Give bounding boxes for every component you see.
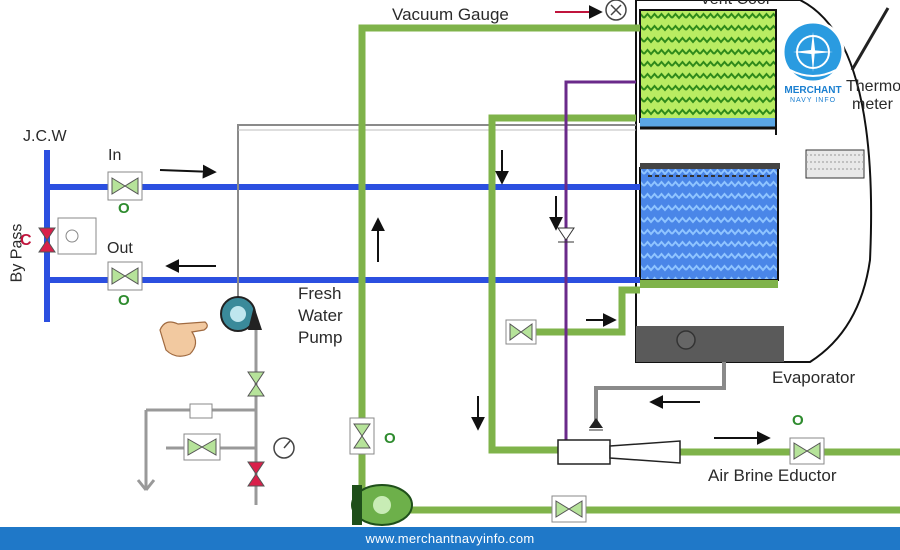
label-thermometer-1: Thermo	[846, 78, 900, 95]
valve-brine-check[interactable]	[589, 418, 603, 431]
mark-bypass-closed: C	[20, 232, 32, 249]
label-air-brine-eductor: Air Brine Eductor	[708, 466, 837, 485]
vacuum-gauge	[555, 0, 627, 21]
valve-heater-outlet[interactable]	[505, 319, 537, 345]
logo-brand: MERCHANT	[784, 85, 842, 96]
mark-overboard-open: O	[792, 412, 804, 429]
logo-sub: NAVY INFO	[789, 97, 837, 104]
label-in: In	[108, 147, 122, 164]
air-brine-eductor	[557, 439, 681, 465]
valve-jcw-out[interactable]	[107, 261, 143, 291]
hand-pointer-icon	[159, 321, 208, 357]
mark-feed-open: O	[384, 430, 396, 447]
label-thermometer-2: meter	[852, 96, 893, 113]
mark-in-open: O	[118, 200, 130, 217]
fresh-water-pump[interactable]	[220, 296, 262, 332]
label-water: Water	[298, 306, 343, 325]
label-evaporator: Evaporator	[772, 368, 856, 387]
sensing-line	[237, 124, 636, 300]
label-out: Out	[107, 240, 133, 257]
label-vacuum-gauge: Vacuum Gauge	[392, 5, 509, 24]
label-fresh: Fresh	[298, 284, 342, 303]
valve-bottom-discharge[interactable]	[551, 495, 587, 523]
valve-purple-check[interactable]	[557, 227, 575, 243]
valve-jcw-in[interactable]	[107, 171, 143, 201]
valve-feed[interactable]	[349, 417, 375, 455]
valve-bypass[interactable]	[38, 217, 97, 255]
condenser-coil	[639, 9, 777, 135]
mark-out-open: O	[118, 292, 130, 309]
footer-url[interactable]: www.merchantnavyinfo.com	[0, 527, 900, 550]
logo-icon	[781, 20, 845, 84]
flow-arrows	[159, 150, 771, 445]
thermometer-stem	[850, 7, 890, 71]
circulating-pump[interactable]	[351, 484, 413, 526]
label-vent-cool: Vent Cool	[700, 0, 769, 9]
label-pump: Pump	[298, 328, 343, 347]
heater-coil	[639, 163, 780, 288]
pressure-gauge	[273, 437, 295, 459]
valve-pump-discharge[interactable]	[183, 371, 265, 487]
valve-overboard[interactable]	[789, 437, 825, 465]
brine-line	[594, 362, 726, 425]
label-jcw: J.C.W	[23, 128, 67, 145]
vapour-line	[564, 80, 636, 440]
